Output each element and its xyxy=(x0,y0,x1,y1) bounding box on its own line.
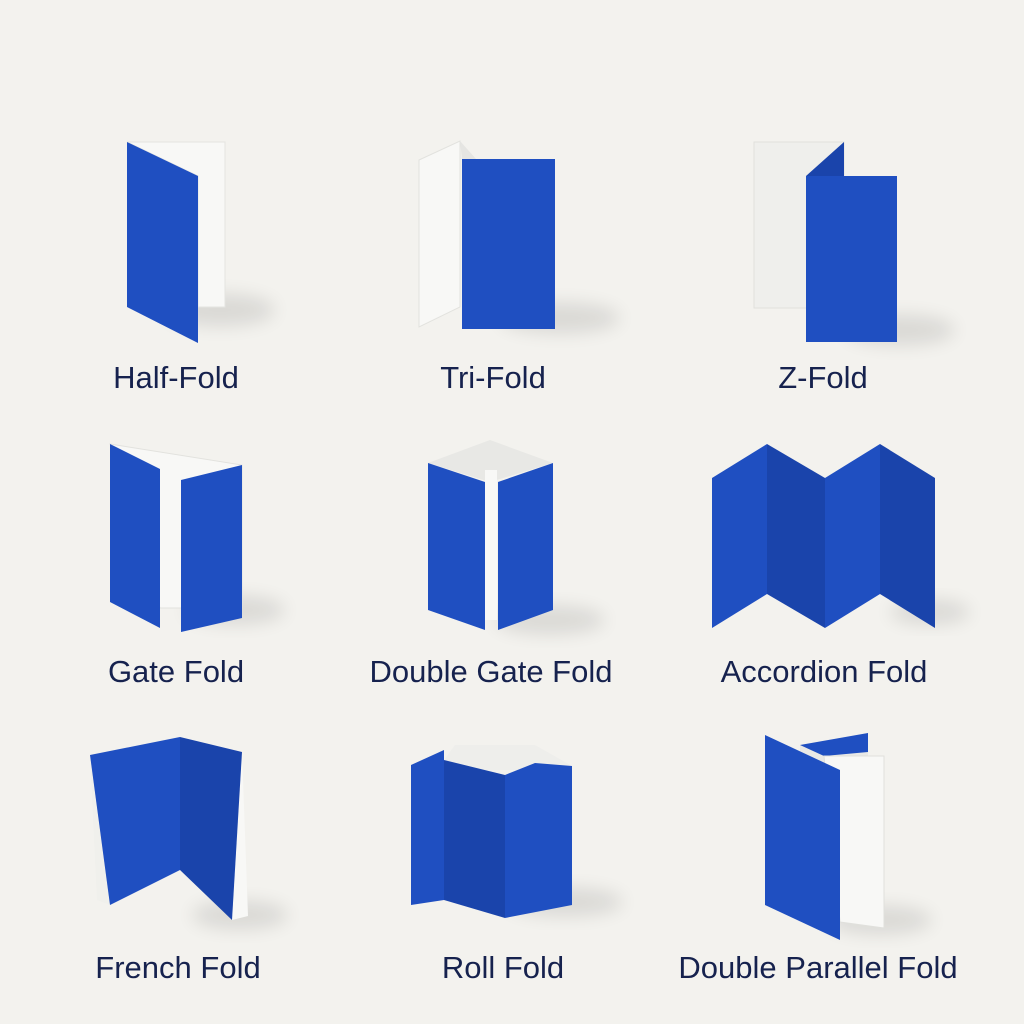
gate-fold-icon xyxy=(109,443,285,632)
double-gate-fold-icon xyxy=(428,440,605,634)
accordion-fold-icon xyxy=(712,444,970,628)
fold-label-gate-fold: Gate Fold xyxy=(107,654,245,689)
double-gate-right-panel xyxy=(498,463,553,630)
double-parallel-blue-strip xyxy=(800,733,868,756)
fold-label-tri-fold: Tri-Fold xyxy=(440,360,546,395)
double-gate-left-panel xyxy=(428,463,485,630)
tri-fold-icon xyxy=(418,140,620,333)
fold-label-z-fold: Z-Fold xyxy=(778,360,868,395)
half-fold-icon xyxy=(126,141,275,343)
french-fold-left-panel xyxy=(90,737,180,905)
french-fold-icon xyxy=(90,737,288,929)
double-gate-white-center xyxy=(485,470,497,620)
roll-fold-icon xyxy=(411,745,623,918)
fold-label-half-fold: Half-Fold xyxy=(113,360,239,395)
double-parallel-front-panel xyxy=(765,735,840,940)
roll-fold-left-panel xyxy=(411,750,444,905)
z-fold-blue-panel xyxy=(806,176,897,342)
fold-label-double-gate-fold: Double Gate Fold xyxy=(369,654,613,689)
accordion-panel-4 xyxy=(880,444,935,628)
z-fold-icon xyxy=(753,141,955,345)
french-fold-right-panel xyxy=(180,737,242,920)
accordion-panel-2 xyxy=(767,444,825,628)
tri-fold-inner-shade xyxy=(460,141,476,159)
roll-fold-mid-panel xyxy=(444,760,505,918)
tri-fold-white-panel xyxy=(418,140,461,328)
double-parallel-fold-icon xyxy=(765,733,932,940)
gate-fold-right-flap xyxy=(181,465,242,632)
double-gate-white-top xyxy=(428,440,553,482)
fold-label-roll-fold: Roll Fold xyxy=(441,950,565,985)
accordion-panel-1 xyxy=(712,444,767,628)
tri-fold-blue-panel xyxy=(462,159,555,329)
gate-fold-left-flap xyxy=(110,444,160,628)
z-fold-blue-flap xyxy=(806,142,844,176)
fold-label-french-fold: French Fold xyxy=(95,950,261,985)
roll-fold-right-panel xyxy=(505,763,572,918)
half-fold-white-panel xyxy=(126,141,226,308)
half-fold-blue-panel xyxy=(127,142,198,343)
fold-label-double-parallel-fold: Double Parallel Fold xyxy=(678,950,958,985)
accordion-panel-3 xyxy=(825,444,880,628)
fold-label-accordion-fold: Accordion Fold xyxy=(720,654,928,689)
